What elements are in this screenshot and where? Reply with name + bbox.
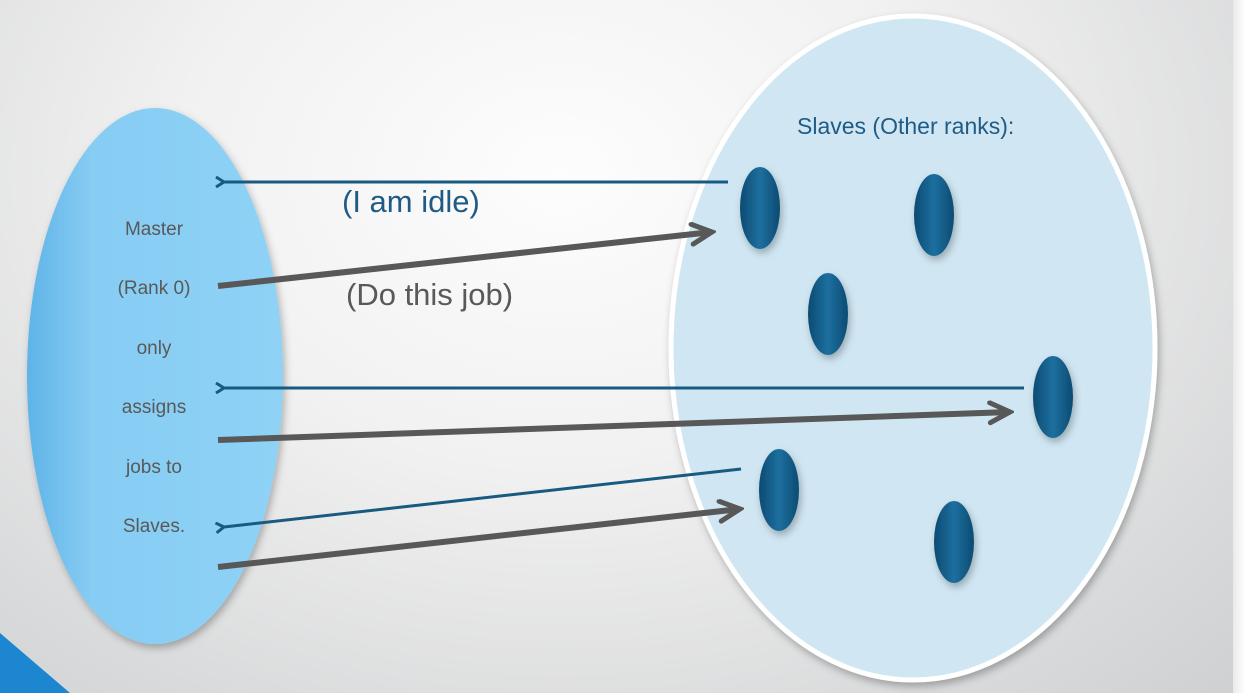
master-text-line: assigns: [121, 397, 187, 418]
corner-accent: [0, 633, 70, 693]
slave-node: [934, 501, 974, 583]
slave-node: [914, 174, 954, 256]
job-assign-arrow: [217, 232, 712, 289]
job-assign-arrow: [217, 509, 740, 570]
master-ellipse: [27, 108, 283, 644]
slave-node: [1033, 356, 1073, 438]
idle-message-arrow: [224, 467, 742, 527]
master-text-line: Master: [124, 219, 184, 240]
job-label: (Do this job): [346, 277, 514, 312]
master-text-line: (Rank 0): [117, 278, 191, 299]
slide-edge: [1233, 0, 1245, 693]
idle-label: (I am idle): [342, 184, 480, 219]
slaves-title: Slaves (Other ranks):: [797, 113, 1015, 139]
master-text-line: Slaves.: [122, 516, 186, 537]
job-assign-arrow: [217, 412, 1010, 443]
slave-node: [740, 167, 780, 249]
master-text-line: jobs to: [126, 457, 182, 478]
slave-node: [759, 449, 799, 531]
master-text-line: only: [136, 338, 172, 359]
slave-node: [808, 273, 848, 355]
